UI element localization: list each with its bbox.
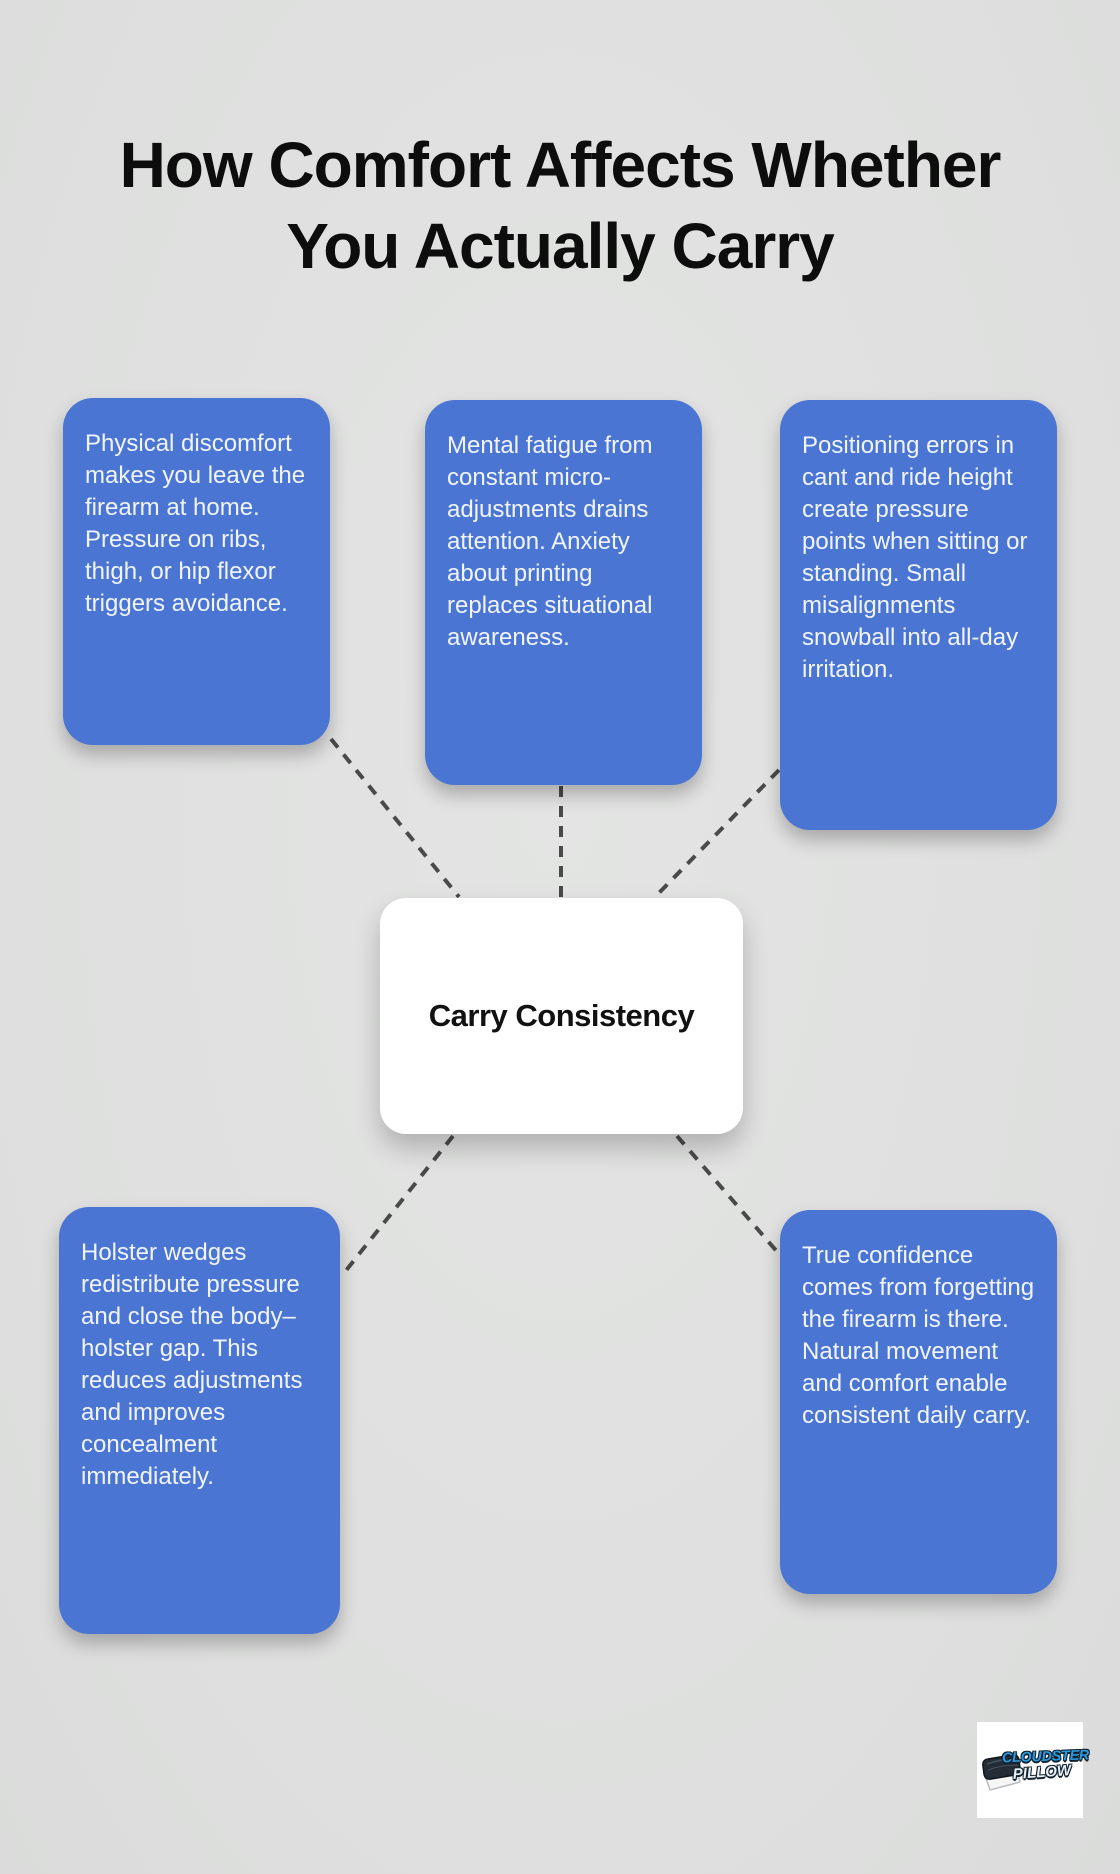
brand-name-line2: PILLOW bbox=[1012, 1761, 1072, 1784]
node-mental-fatigue: Mental fatigue from constant micro-adjus… bbox=[425, 400, 702, 785]
connector-line-confidence bbox=[675, 1134, 788, 1264]
brand-logo: CLOUDSTER PILLOW bbox=[977, 1722, 1090, 1818]
node-physical-discomfort-text: Physical discomfort makes you leave the … bbox=[85, 430, 306, 617]
brand-logo-inner: CLOUDSTER PILLOW bbox=[980, 1740, 1090, 1800]
page-title: How Comfort Affects Whether You Actually… bbox=[119, 128, 1002, 283]
node-true-confidence: True confidence comes from forgetting th… bbox=[780, 1210, 1057, 1594]
connector-line-positioning bbox=[653, 768, 781, 899]
pillow-icon bbox=[982, 1754, 1021, 1791]
node-mental-fatigue-text: Mental fatigue from constant micro-adjus… bbox=[447, 432, 653, 651]
node-physical-discomfort: Physical discomfort makes you leave the … bbox=[63, 398, 330, 745]
node-holster-wedges: Holster wedges redistribute pressure and… bbox=[59, 1207, 340, 1634]
node-holster-wedges-text: Holster wedges redistribute pressure and… bbox=[81, 1239, 303, 1490]
center-node-carry-consistency: Carry Consistency bbox=[380, 898, 743, 1134]
brand-name: CLOUDSTER PILLOW bbox=[1002, 1746, 1090, 1784]
center-node-label: Carry Consistency bbox=[428, 998, 695, 1033]
node-true-confidence-text: True confidence comes from forgetting th… bbox=[802, 1242, 1035, 1429]
node-positioning-errors: Positioning errors in cant and ride heig… bbox=[780, 400, 1057, 830]
node-positioning-errors-text: Positioning errors in cant and ride heig… bbox=[802, 432, 1028, 683]
connector-line-wedges bbox=[342, 1134, 455, 1275]
